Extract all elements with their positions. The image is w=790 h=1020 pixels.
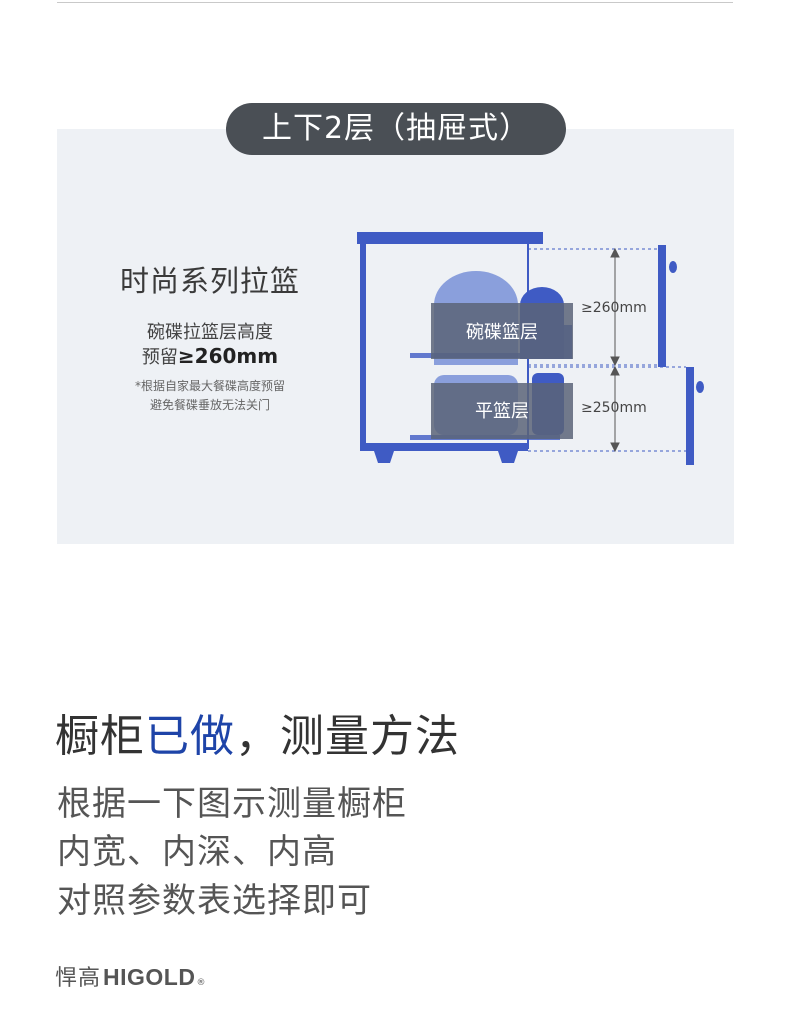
- cabinet-foot-right: [498, 451, 518, 463]
- lower-drawer-handle: [696, 381, 704, 393]
- instruction-line3: 对照参数表选择即可: [57, 881, 372, 921]
- instruction-line1: 根据一下图示测量橱柜: [57, 784, 407, 824]
- layer-type-badge: 上下2层（抽屉式）: [226, 103, 566, 155]
- cabinet-diagram: [350, 225, 710, 475]
- upper-dimension-text: ≥260mm: [581, 300, 647, 316]
- feature-note-line1: *根据自家最大餐碟高度预留: [134, 379, 285, 393]
- feature-title: 时尚系列拉篮: [119, 264, 300, 298]
- cabinet-top: [357, 232, 543, 244]
- cabinet-foot-left: [374, 451, 394, 463]
- top-divider: [57, 2, 733, 3]
- upper-drawer-front: [658, 245, 666, 367]
- feature-note-line2: 避免餐碟垂放无法关门: [149, 398, 270, 412]
- upper-drawer-handle: [669, 261, 677, 273]
- upper-label-box: [431, 303, 573, 359]
- headline-part1: 橱柜: [55, 711, 145, 762]
- lower-dimension-arrow: [610, 365, 620, 453]
- feature-panel: [57, 129, 734, 544]
- cabinet-left-wall: [360, 244, 366, 449]
- lower-drawer-front: [686, 367, 694, 465]
- brand-en: HIGOLD: [103, 964, 196, 990]
- lower-layer-label: 平篮层: [475, 401, 529, 422]
- upper-layer-label: 碗碟篮层: [466, 322, 538, 343]
- cabinet-diagram-svg: [357, 232, 704, 465]
- feature-line2-value: ≥260mm: [177, 344, 279, 368]
- headline-part2: ，测量方法: [235, 711, 460, 762]
- headline-accent: 已做: [145, 711, 235, 762]
- lower-dimension-text: ≥250mm: [581, 400, 647, 416]
- lower-label-box: [431, 383, 573, 439]
- brand-logo: 悍高 HIGOLD ®: [55, 960, 205, 992]
- section-headline: 橱柜已做，测量方法: [55, 700, 460, 764]
- brand-cn: 悍高: [55, 966, 102, 991]
- upper-dimension-arrow: [610, 247, 620, 367]
- cabinet-base: [360, 443, 528, 451]
- feature-line2-prefix: 预留: [141, 347, 178, 368]
- feature-line1: 碗碟拉篮层高度: [147, 322, 273, 343]
- instruction-line2: 内宽、内深、内高: [57, 832, 337, 872]
- brand-registered-mark: ®: [196, 978, 206, 988]
- feature-line2: 预留≥260mm: [57, 343, 363, 369]
